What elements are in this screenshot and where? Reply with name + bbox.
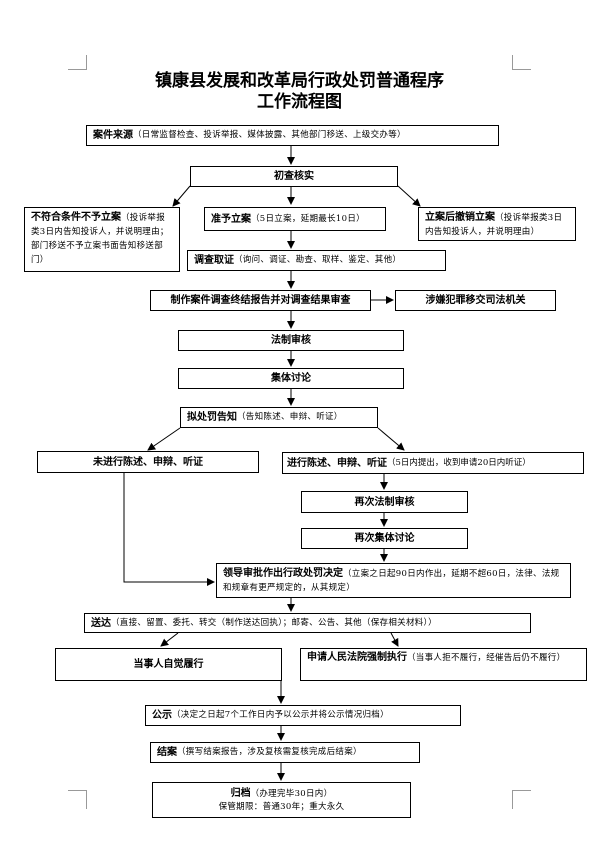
notice-box: 拟处罚告知 （告知陈述、申辩、听证） [180, 407, 378, 428]
legal-review-again-box: 再次法制审核 [301, 491, 468, 513]
archive-label: 归档 [230, 787, 251, 799]
archive-note: （办理完毕30日内） [250, 788, 333, 799]
crop-mark-bottom-left [68, 790, 87, 809]
page-subtitle: 工作流程图 [257, 92, 342, 112]
investigate-box: 调查取证 （询问、调证、勘查、取样、鉴定、其他） [187, 250, 446, 271]
case-source-box: 案件来源 （日常监督检查、投诉举报、媒体披露、其他部门移送、上级交办等） [86, 125, 499, 146]
statement-label: 进行陈述、申辩、听证 [287, 457, 387, 469]
initial-check-label: 初查核实 [274, 171, 314, 182]
court-enforce-label: 申请人民法院强制执行 [307, 652, 407, 663]
report-box: 制作案件调查终结报告并对调查结果审查 [150, 290, 371, 311]
legal-review-label: 法制审核 [271, 335, 311, 346]
filed-box: 准予立案 （5日立案，延期最长10日） [204, 207, 386, 231]
legal-review-box: 法制审核 [178, 330, 404, 351]
self-perform-label: 当事人自觉履行 [133, 659, 204, 670]
decision-box: 领导审批作出行政处罚决定（立案之日起90日内作出，延期不超60日，法律、法规和规… [216, 563, 571, 598]
page-title: 镇康县发展和改革局行政处罚普通程序 [155, 71, 444, 91]
crop-mark-bottom-right [512, 790, 531, 809]
notice-label: 拟处罚告知 [187, 412, 237, 423]
revoked-note: （投诉举报类3日内告知投诉人，并说明理由） [425, 213, 563, 237]
self-perform-box: 当事人自觉履行 [55, 648, 282, 681]
archive-box: 归档（办理完毕30日内） 保管期限：普通30年；重大永久 [152, 782, 411, 818]
investigate-label: 调查取证 [194, 255, 234, 266]
court-enforce-note: （当事人拒不履行，经催告后仍不履行） [407, 653, 566, 663]
crop-mark-top-left [68, 55, 87, 70]
group-discussion-label: 集体讨论 [271, 373, 311, 384]
close-note: （撰写结案报告，涉及复核需复核完成后结案） [177, 747, 362, 757]
publicize-note: （决定之日起7个工作日内予以公示并将公示情况归档） [172, 710, 389, 720]
group-discussion-again-label: 再次集体讨论 [354, 533, 415, 544]
investigate-note: （询问、调证、勘查、取样、鉴定、其他） [234, 255, 402, 265]
case-source-note: （日常监督检查、投诉举报、媒体披露、其他部门移送、上级交办等） [133, 130, 406, 140]
publicize-label: 公示 [152, 710, 172, 721]
transfer-box: 涉嫌犯罪移交司法机关 [395, 290, 556, 311]
initial-check-box: 初查核实 [190, 166, 398, 187]
revoked-label: 立案后撤销立案 [425, 212, 495, 223]
case-source-label: 案件来源 [93, 130, 133, 141]
filed-label: 准予立案 [211, 213, 251, 225]
court-enforce-box: 申请人民法院强制执行（当事人拒不履行，经催告后仍不履行） [300, 648, 587, 681]
no-statement-box: 未进行陈述、申辩、听证 [37, 451, 259, 473]
decision-note: （立案之日起90日内作出，延期不超60日，法律、法规和规章有更严规定的，从其规定… [223, 569, 560, 593]
revoked-box: 立案后撤销立案（投诉举报类3日内告知投诉人，并说明理由） [418, 207, 576, 241]
filed-note: （5日立案，延期最长10日） [251, 213, 365, 224]
no-statement-label: 未进行陈述、申辩、听证 [93, 456, 203, 468]
transfer-label: 涉嫌犯罪移交司法机关 [425, 295, 526, 306]
decision-label: 领导审批作出行政处罚决定 [223, 568, 343, 579]
delivery-label: 送达 [91, 617, 111, 629]
delivery-box: 送达 （直接、留置、委托、转交（制作送达回执）；邮寄、公告、其他（保存相关材料）… [84, 613, 531, 633]
group-discussion-box: 集体讨论 [178, 368, 404, 389]
delivery-note: （直接、留置、委托、转交（制作送达回执）；邮寄、公告、其他（保存相关材料）） [111, 617, 437, 628]
statement-note: （5日内提出，收到申请20日内听证） [387, 457, 531, 468]
notice-note: （告知陈述、申辩、听证） [237, 412, 343, 422]
not-filed-box: 不符合条件不予立案（投诉举报类3日内告知投诉人，并说明理由；部门移送不予立案书面… [24, 207, 180, 272]
not-filed-note: （投诉举报类3日内告知投诉人，并说明理由；部门移送不予立案书面告知移送部门） [31, 213, 169, 265]
publicize-box: 公示 （决定之日起7个工作日内予以公示并将公示情况归档） [145, 705, 461, 726]
group-discussion-again-box: 再次集体讨论 [301, 528, 468, 549]
report-label: 制作案件调查终结报告并对调查结果审查 [170, 295, 351, 306]
archive-retention: 保管期限：普通30年；重大永久 [218, 801, 345, 812]
statement-box: 进行陈述、申辩、听证 （5日内提出，收到申请20日内听证） [282, 452, 584, 474]
not-filed-label: 不符合条件不予立案 [31, 212, 121, 223]
crop-mark-top-right [512, 55, 531, 70]
close-box: 结案 （撰写结案报告，涉及复核需复核完成后结案） [150, 742, 420, 763]
close-label: 结案 [157, 747, 177, 758]
legal-review-again-label: 再次法制审核 [354, 496, 415, 508]
